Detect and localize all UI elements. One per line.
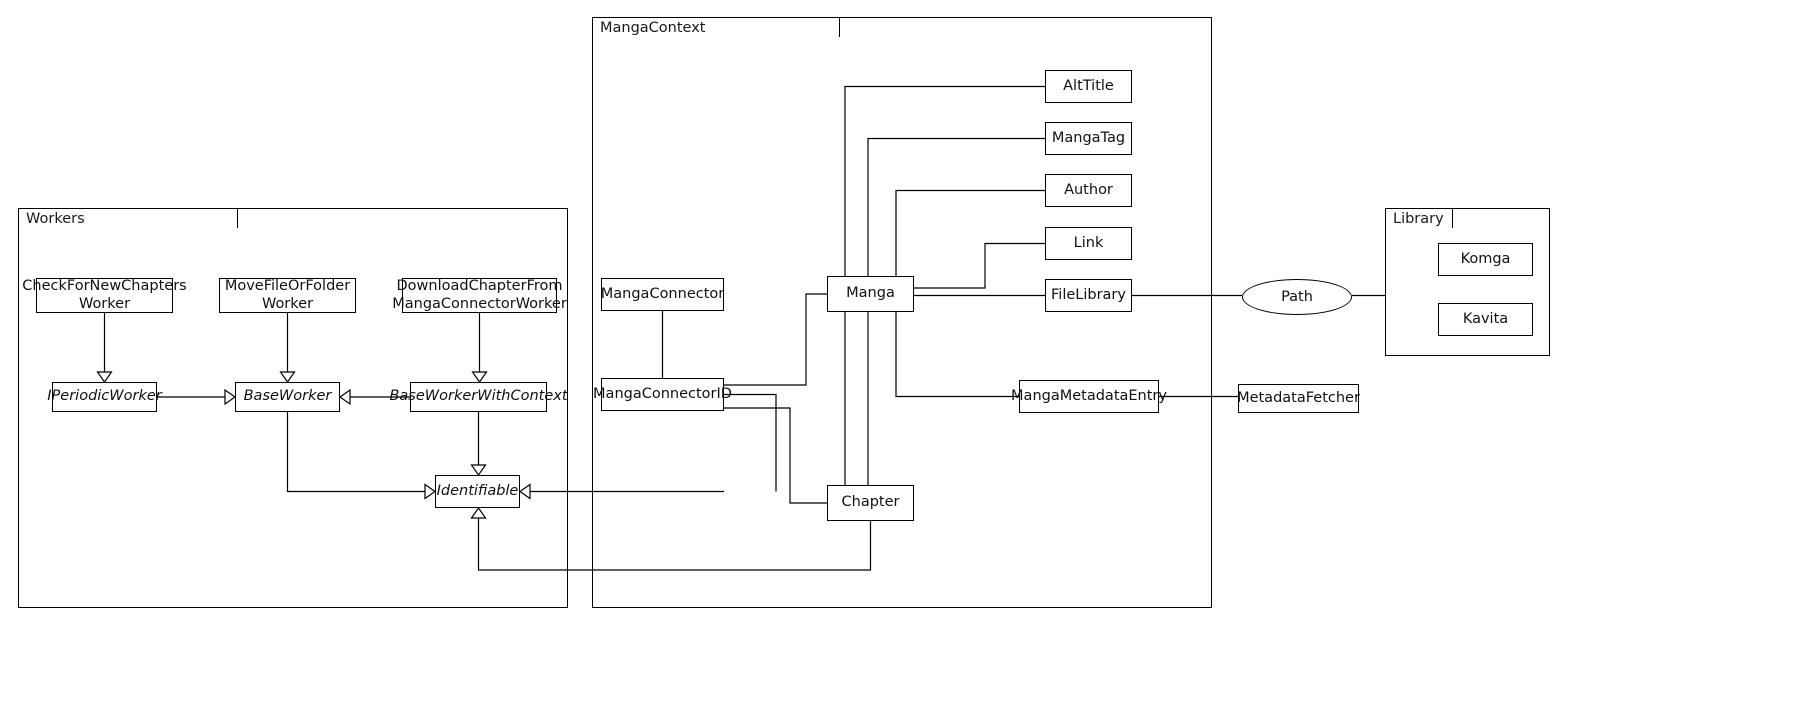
library-package-frame [1385,208,1550,356]
node-move-file-or-folder-worker[interactable]: MoveFileOrFolder Worker [219,278,356,313]
node-kavita[interactable]: Kavita [1438,303,1533,336]
library-package-tab: Library [1385,208,1453,228]
node-author[interactable]: Author [1045,174,1132,207]
node-alttitle[interactable]: AltTitle [1045,70,1132,103]
node-manga[interactable]: Manga [827,276,914,312]
workers-package-frame [18,208,568,608]
mangacontext-package-label: MangaContext [600,19,706,36]
node-download-chapter-from-mangaconnector-worker[interactable]: DownloadChapterFrom MangaConnectorWorker [392,278,567,313]
workers-package-tab: Workers [18,208,238,228]
node-mangametadataentry[interactable]: MangaMetadataEntry [1011,380,1167,413]
node-link[interactable]: Link [1045,227,1132,260]
node-mangaconnectorid[interactable]: MangaConnectorID [593,378,732,411]
node-check-for-new-chapters-worker[interactable]: CheckForNewChapters Worker [22,278,187,313]
node-filelibrary[interactable]: FileLibrary [1045,279,1132,312]
node-path[interactable]: Path [1242,279,1352,315]
node-identifiable[interactable]: Identifiable [435,475,520,508]
node-baseworker[interactable]: BaseWorker [235,382,340,412]
node-komga[interactable]: Komga [1438,243,1533,276]
node-baseworkerwithcontext[interactable]: BaseWorkerWithContext [389,382,568,412]
mangacontext-package-frame [592,17,1212,608]
mangacontext-package-tab: MangaContext [592,17,840,37]
node-chapter[interactable]: Chapter [827,485,914,521]
node-iperiodicworker[interactable]: IPeriodicWorker [47,382,162,412]
node-metadatafetcher[interactable]: MetadataFetcher [1237,384,1360,413]
library-package-label: Library [1393,210,1444,227]
workers-package-label: Workers [26,210,85,227]
node-mangatag[interactable]: MangaTag [1045,122,1132,155]
node-mangaconnector[interactable]: MangaConnector [601,278,724,311]
